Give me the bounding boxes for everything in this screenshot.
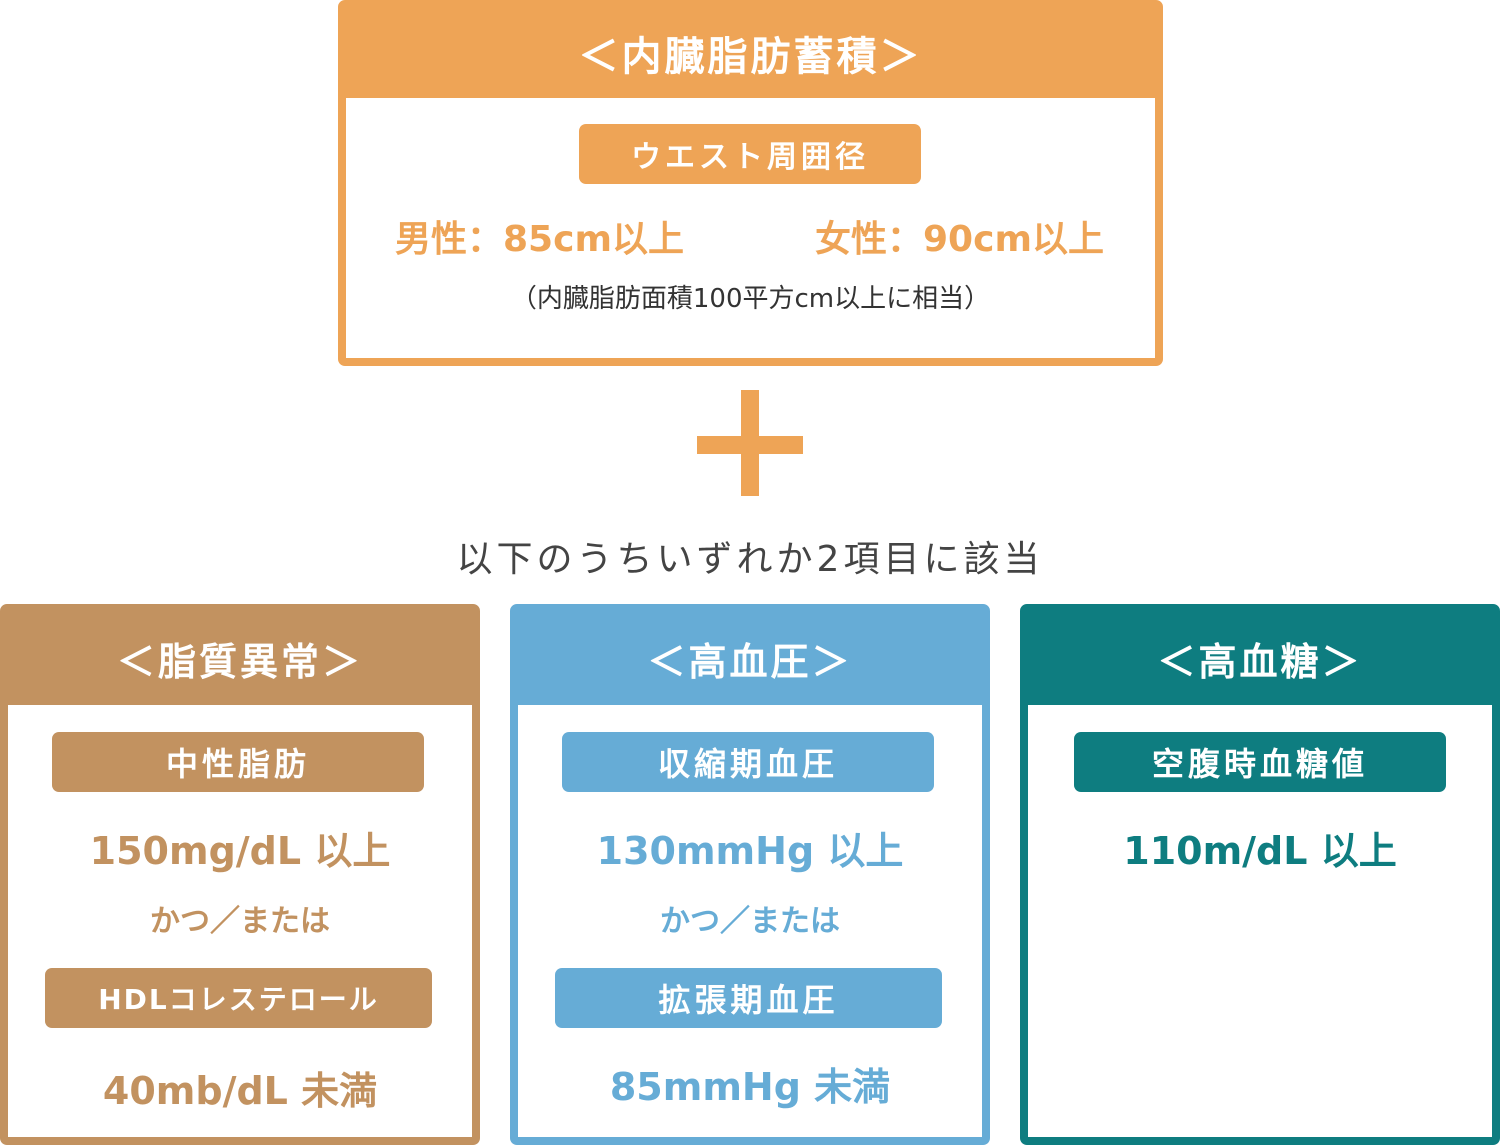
lipid-connector: かつ／または [150,904,330,939]
blood-pressure-title: ＜高血圧＞ [518,612,982,705]
male-criterion: 男性：85cm以上 [395,219,684,260]
visceral-fat-box: ＜内臓脂肪蓄積＞ [338,0,1163,366]
blood-glucose-box: ＜高血糖＞ [1020,604,1500,1145]
hdl-value: 40mb/dL 未満 [102,1069,378,1113]
diastolic-value: 85mmHg 未満 [609,1065,891,1109]
triglyceride-value: 150mg/dL 以上 [89,829,391,873]
blood-glucose-title: ＜高血糖＞ [1028,612,1492,705]
systolic-pill: 収縮期血圧 [562,732,934,792]
female-criterion: 女性：90cm以上 [815,219,1104,260]
condition-text: 以下のうちいずれか2項目に該当 [456,539,1044,580]
systolic-value: 130mmHg 以上 [596,829,904,873]
lipid-box: ＜脂質異常＞ [0,604,480,1145]
visceral-fat-title: ＜内臓脂肪蓄積＞ [346,8,1155,98]
visceral-note: （内臓脂肪面積100平方cm以上に相当） [510,284,991,314]
hdl-pill: HDLコレステロール [45,968,432,1028]
fasting-glucose-value: 110m/dL 以上 [1123,829,1397,873]
fasting-glucose-pill: 空腹時血糖値 [1074,732,1446,792]
blood-pressure-box: ＜高血圧＞ [510,604,990,1145]
lipid-title: ＜脂質異常＞ [8,612,472,705]
waist-pill: ウエスト周囲径 [579,124,921,184]
diastolic-pill: 拡張期血圧 [555,968,942,1028]
pressure-connector: かつ／または [660,904,840,939]
triglyceride-pill: 中性脂肪 [52,732,424,792]
